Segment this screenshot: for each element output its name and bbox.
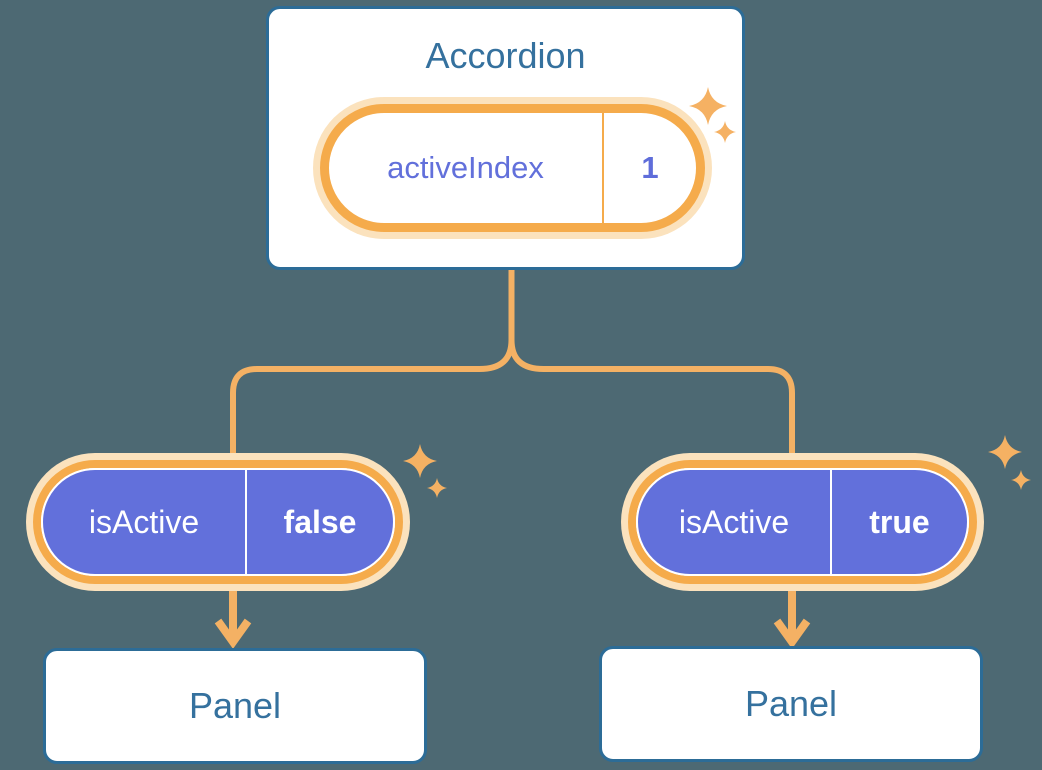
state-value-label: 1	[641, 150, 659, 185]
branch-line-left	[230, 268, 515, 468]
state-name-label: activeIndex	[387, 150, 544, 185]
prop-pill-isactive-true: isActive true	[628, 460, 977, 584]
sparkle-icon	[1011, 470, 1031, 490]
panel-title: Panel	[188, 685, 282, 726]
prop-pill-inner: isActive false	[41, 468, 395, 576]
accordion-title: Accordion	[425, 35, 586, 76]
sparkle-icon	[427, 478, 447, 498]
arrow-left-head	[214, 618, 252, 649]
arrow-right-head	[773, 618, 811, 649]
pill-divider	[830, 470, 832, 574]
pill-divider	[245, 470, 247, 574]
state-pill: activeIndex 1	[320, 104, 705, 232]
panel-title: Panel	[744, 683, 838, 724]
sparkle-icon	[714, 121, 736, 143]
prop-value-label: false	[283, 503, 357, 540]
branch-line-right	[508, 268, 795, 468]
prop-value-label: true	[869, 503, 930, 540]
accordion-component-card: Accordion activeIndex 1	[266, 6, 745, 270]
sparkle-icon	[689, 87, 727, 125]
panel-card-right: Panel	[599, 646, 983, 762]
sparkle-icon	[403, 444, 437, 478]
sparkle-icon	[988, 435, 1022, 469]
prop-pill-inner: isActive true	[636, 468, 969, 576]
panel-card-left: Panel	[43, 648, 427, 764]
pill-divider	[602, 113, 604, 223]
prop-name-label: isActive	[678, 503, 790, 540]
prop-name-label: isActive	[88, 503, 200, 540]
prop-pill-isactive-false: isActive false	[33, 460, 403, 584]
